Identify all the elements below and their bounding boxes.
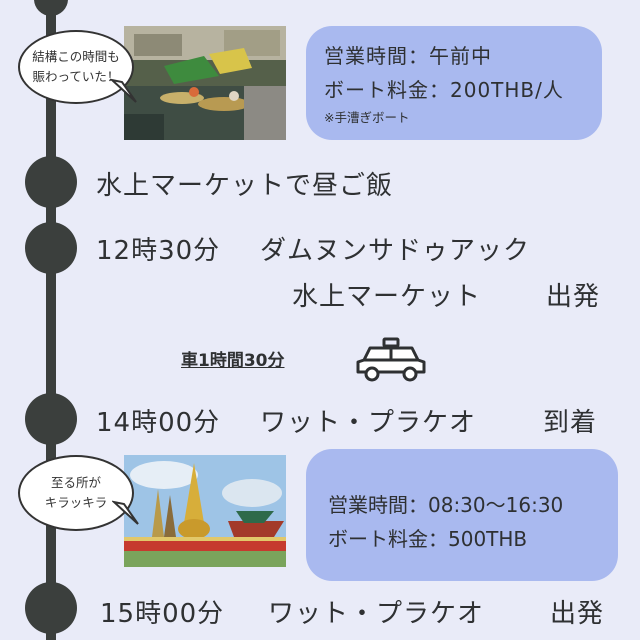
opening-hours: 営業時間：午前中 xyxy=(324,44,492,68)
temple-photo xyxy=(124,455,286,567)
boat-note: ※手漕ぎボート xyxy=(324,110,410,125)
depart-time: 12時30分 xyxy=(96,236,221,266)
bubble-1-line-1: 結構この時間も xyxy=(32,49,120,64)
car-icon xyxy=(356,337,426,382)
timeline-line xyxy=(46,0,56,640)
bubble-2-line-1: 至る所が xyxy=(50,475,101,490)
depart2-place: ワット・プラケオ xyxy=(268,599,485,629)
depart-place-line-2: 水上マーケット xyxy=(292,282,482,312)
transport-label: 車1時間30分 xyxy=(181,351,285,371)
bubble-1-line-2: 賑わっていた！ xyxy=(32,69,120,84)
bubble-2-line-2: キラッキラ xyxy=(44,495,108,510)
step-lunch: 水上マーケットで昼ご飯 xyxy=(96,171,394,201)
boat-fee: ボート料金：200THB/人 xyxy=(324,78,564,102)
depart2-action: 出発 xyxy=(550,599,605,629)
bubble-2-tail xyxy=(112,500,139,525)
comment-bubble-2: 至る所が キラッキラ xyxy=(18,455,134,531)
timeline-dot-lunch xyxy=(25,156,77,208)
temple-fee: ボート料金：500THB xyxy=(328,527,528,551)
info-box-floating-market: 営業時間：午前中 ボート料金：200THB/人 ※手漕ぎボート xyxy=(306,26,602,140)
timeline-dot-arrive xyxy=(25,393,77,445)
arrive-place: ワット・プラケオ xyxy=(260,408,477,438)
temple-opening-hours: 営業時間：08:30〜16:30 xyxy=(328,493,564,517)
arrive-action: 到着 xyxy=(543,408,598,438)
depart-place-line-1: ダムヌンサドゥアック xyxy=(260,236,531,266)
arrive-time: 14時00分 xyxy=(96,408,221,438)
timeline-dot xyxy=(34,0,68,16)
info-box-temple: 営業時間：08:30〜16:30 ボート料金：500THB xyxy=(306,449,618,581)
depart-action: 出発 xyxy=(546,282,601,312)
comment-bubble-1: 結構この時間も 賑わっていた！ xyxy=(18,30,134,104)
timeline-dot-depart2 xyxy=(25,582,77,634)
timeline-dot-depart xyxy=(25,222,77,274)
bubble-1-tail xyxy=(110,78,137,103)
depart2-time: 15時00分 xyxy=(100,599,225,629)
floating-market-photo xyxy=(124,26,286,140)
